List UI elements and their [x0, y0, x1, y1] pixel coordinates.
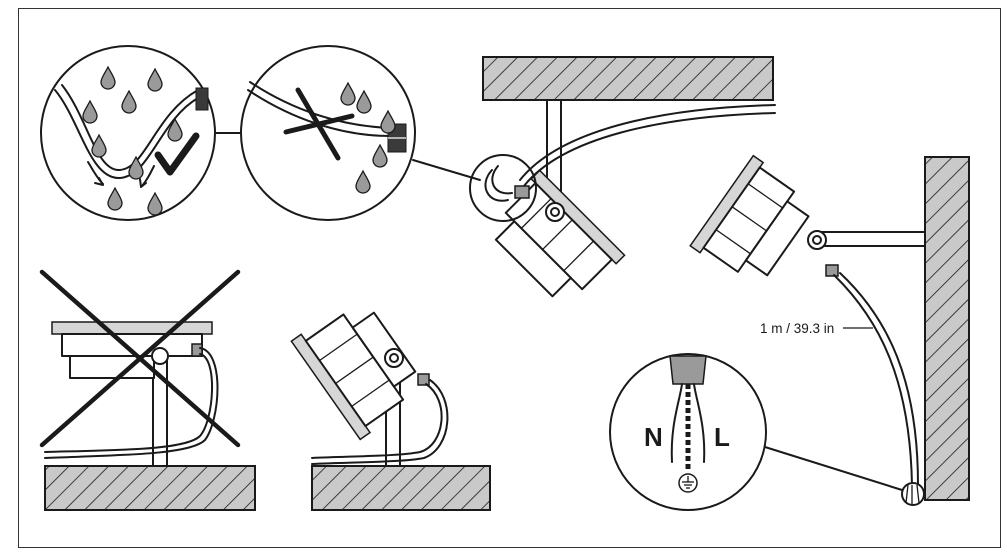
ground-mount-upward-incorrect: [39, 269, 256, 511]
neutral-terminal-label: N: [644, 422, 663, 452]
cross-icon: [39, 269, 241, 448]
ceiling-mount-illustration: [469, 56, 776, 298]
ground-mount-angled-correct: [290, 311, 491, 511]
figure-frame: [18, 8, 1001, 548]
drip-loop-correct-detail: [40, 45, 216, 221]
no-drip-loop-incorrect-detail: [240, 45, 416, 221]
check-mark-icon: [154, 132, 200, 176]
cross-icon: [283, 87, 355, 161]
wiring-detail: N L: [609, 353, 767, 511]
cable-length-label: 1 m / 39.3 in: [760, 321, 834, 336]
live-terminal-label: L: [714, 422, 730, 452]
ground-icon: [678, 473, 698, 493]
cable-loop-detail-circle: [469, 154, 537, 222]
wall-mount-illustration: 1 m / 39.3 in: [689, 154, 970, 506]
